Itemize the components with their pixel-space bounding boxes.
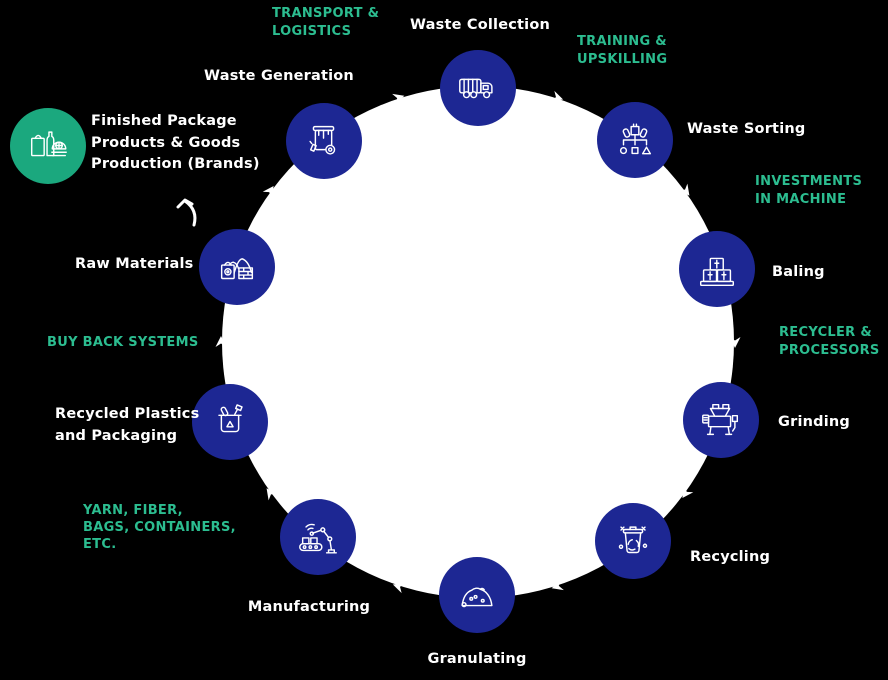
raw-materials-icon (220, 258, 254, 280)
cycle-circle (222, 86, 734, 598)
flow-arrowhead (729, 337, 741, 348)
node-granulating (439, 557, 515, 633)
label-line: LOGISTICS (272, 23, 352, 39)
label-line: BAGS, CONTAINERS, (83, 520, 236, 535)
flow-arrowhead (392, 93, 405, 105)
flow-arrowhead (550, 90, 564, 102)
node-finished-package-brands (10, 108, 86, 184)
label-baling: Baling (772, 264, 825, 280)
node-recycled-plastics (192, 384, 268, 460)
label-raw-materials: Raw Materials (75, 256, 194, 272)
connector-label-recycler-processors: RECYCLER & PROCESSORS (779, 324, 880, 359)
node-waste-collection (440, 50, 516, 126)
flow-arrowhead (682, 485, 694, 498)
label-finished-package-brands: Finished Package Products & Goods Produc… (91, 111, 260, 176)
connector-label-transport-logistics: TRANSPORT & LOGISTICS (272, 5, 379, 40)
label-grinding: Grinding (778, 414, 850, 430)
label-line: ETC. (83, 537, 117, 552)
robot-arm-conveyor-icon (299, 523, 337, 554)
node-waste-sorting (597, 102, 673, 178)
label-line: RECYCLER & (779, 325, 872, 340)
label-line: IN MACHINE (755, 191, 847, 207)
connector-label-buy-back-systems: BUY BACK SYSTEMS (47, 334, 199, 352)
grinding-machine-icon (702, 403, 739, 436)
flow-arrowhead (262, 186, 274, 199)
label-line: INVESTMENTS (755, 174, 863, 189)
recycle-bin-icon (618, 526, 648, 554)
granules-pile-icon (461, 587, 493, 608)
open-recycle-bin-icon (218, 404, 243, 433)
bales-stack-icon (699, 257, 735, 287)
label-line: Recycled Plastics (55, 406, 200, 422)
label-waste-collection: Waste Collection (409, 17, 551, 33)
waste-bin-drip-icon (309, 125, 336, 155)
node-manufacturing (280, 499, 356, 575)
label-waste-generation: Waste Generation (204, 68, 354, 84)
connector-label-investments-machine: INVESTMENTS IN MACHINE (755, 173, 862, 208)
label-line: Products & Goods (91, 134, 241, 151)
flow-arrowheads (215, 90, 741, 594)
label-waste-sorting: Waste Sorting (687, 121, 806, 137)
node-grinding (683, 382, 759, 458)
label-line: TRANSPORT & (272, 6, 380, 21)
label-line: UPSKILLING (577, 51, 668, 67)
connector-label-yarn-fiber-bags: YARN, FIBER, BAGS, CONTAINERS, ETC. (83, 502, 236, 553)
package-goods-icon (30, 131, 67, 157)
label-line: BUY BACK SYSTEMS (47, 335, 199, 350)
node-waste-generation (286, 103, 362, 179)
label-line: Production (Brands) (91, 156, 260, 172)
label-line: Finished Package (91, 113, 237, 129)
node-recycling (595, 503, 671, 579)
garbage-truck-icon (459, 78, 493, 99)
label-granulating: Granulating (427, 651, 527, 667)
connector-label-training-upskilling: TRAINING & UPSKILLING (577, 33, 667, 68)
label-recycled-plastics: Recycled Plastics and Packaging (55, 403, 199, 447)
node-raw-materials (199, 229, 275, 305)
label-recycling: Recycling (690, 549, 771, 565)
flow-arrowhead (215, 336, 227, 347)
label-line: PROCESSORS (779, 342, 880, 358)
flow-arrowhead (551, 579, 564, 591)
label-line: and Packaging (55, 428, 178, 444)
flow-arrowhead (678, 183, 690, 196)
label-manufacturing: Manufacturing (247, 599, 371, 615)
label-line: TRAINING & (577, 34, 667, 49)
brand-arrow (176, 198, 197, 227)
flow-arrowhead (392, 582, 406, 594)
node-baling (679, 231, 755, 307)
waste-sorting-icon (619, 123, 652, 155)
flow-arrowhead (266, 488, 278, 501)
label-line: YARN, FIBER, (83, 503, 183, 518)
